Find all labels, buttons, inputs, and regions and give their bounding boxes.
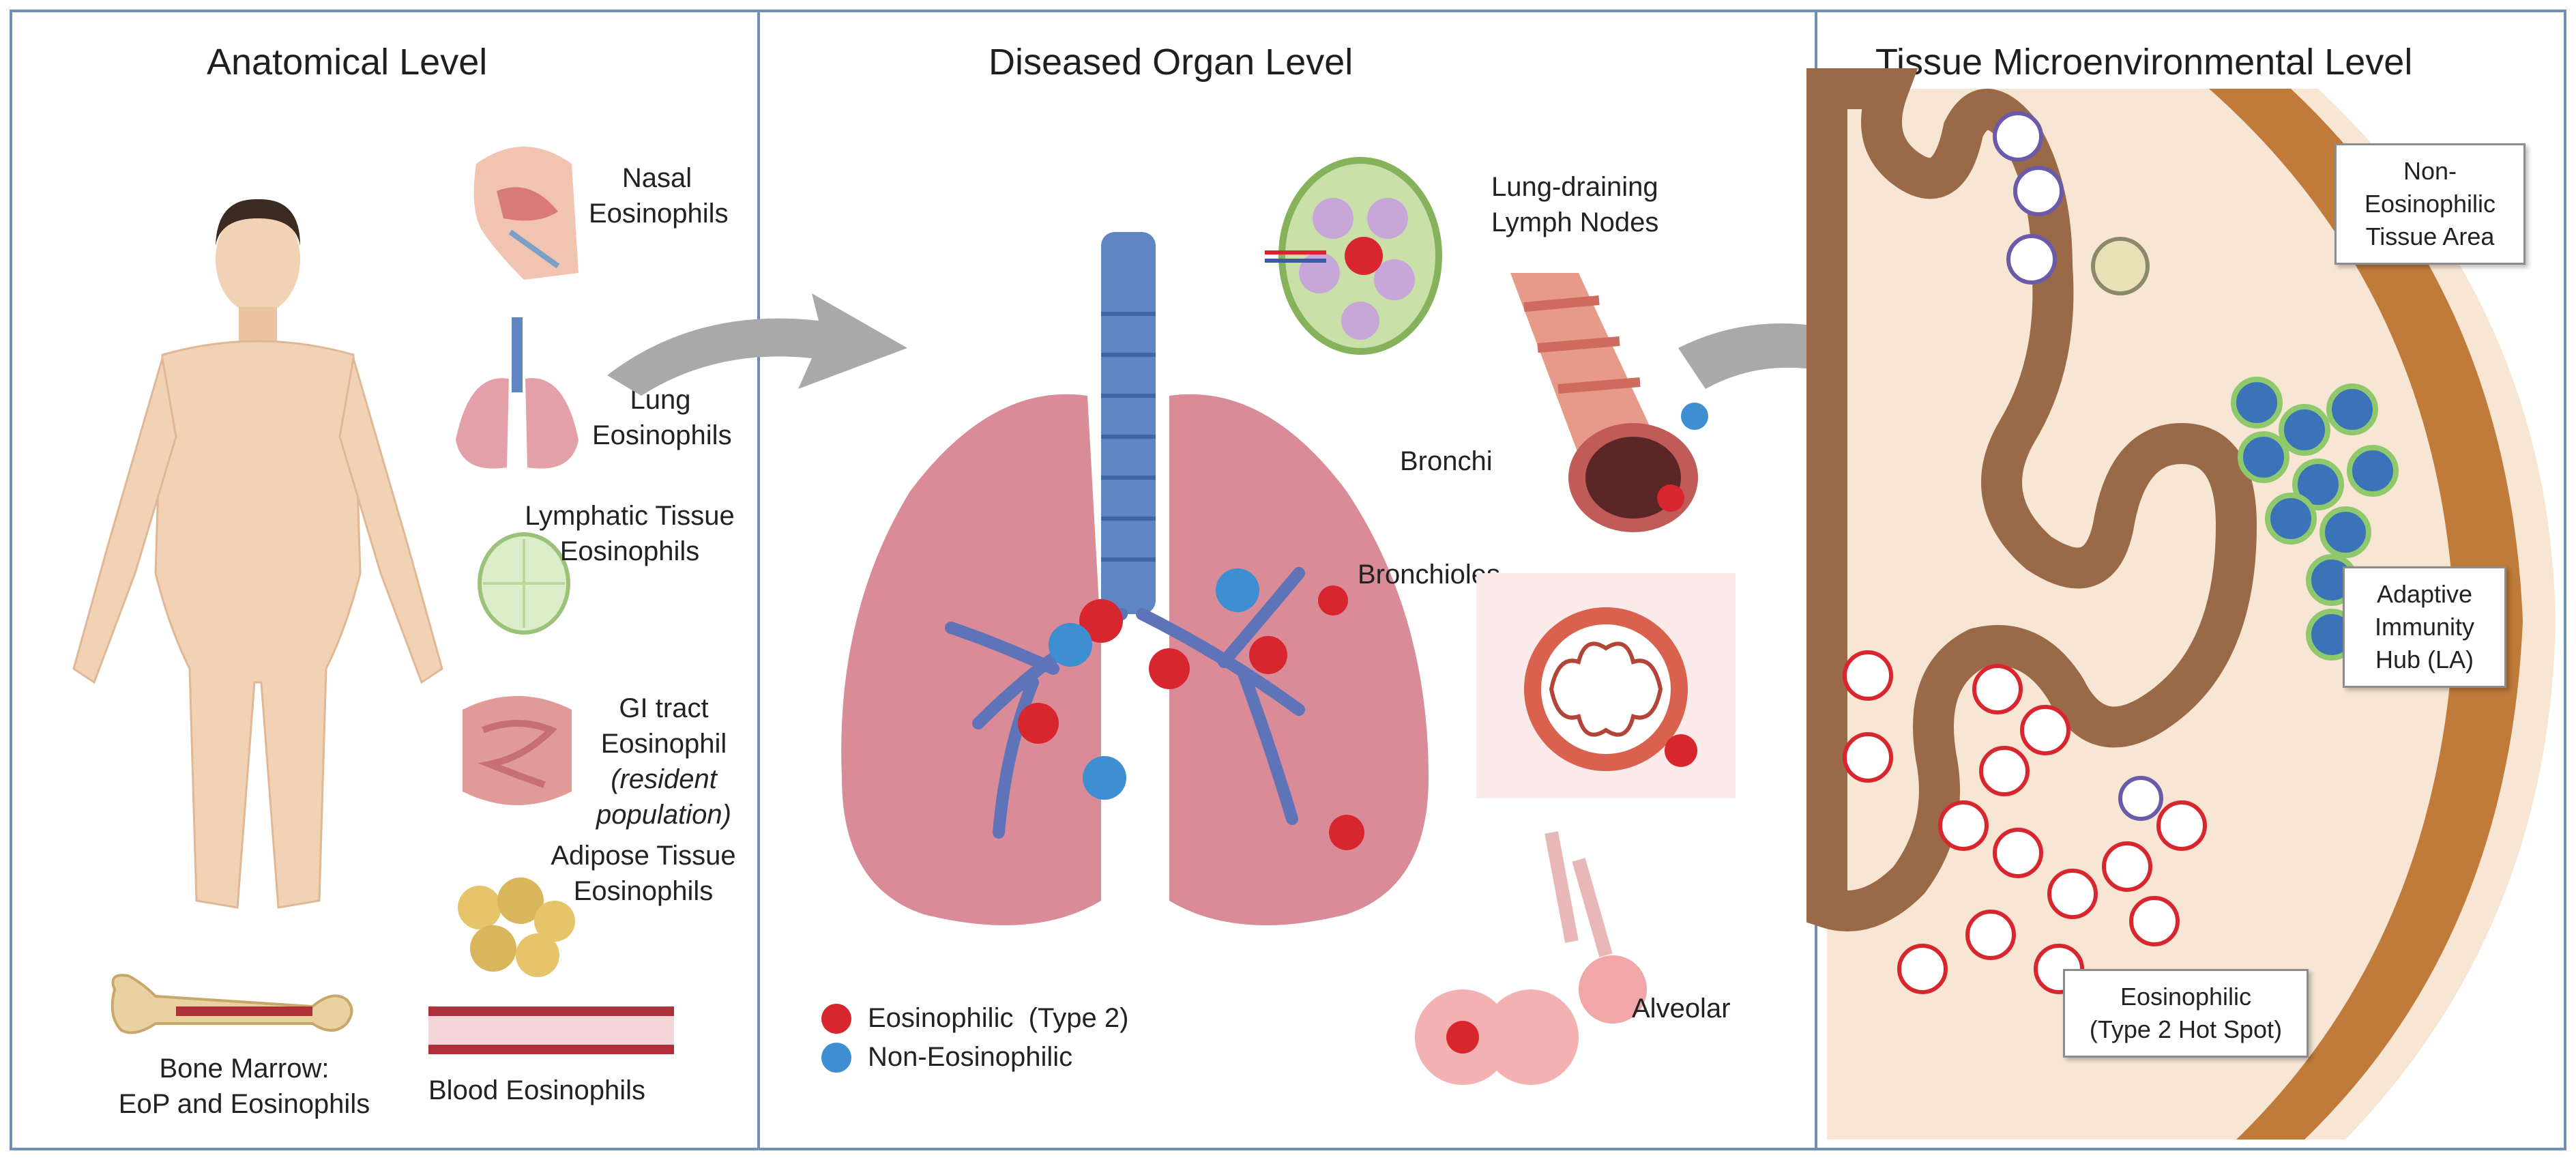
box-eosinophilic-hot-spot: Eosinophilic (Type 2 Hot Spot) — [2063, 969, 2309, 1058]
label-gi-tract: GI tract Eosinophil (resident population… — [596, 693, 731, 830]
nasal-icon — [473, 147, 579, 280]
divider-1 — [757, 10, 760, 1150]
bronchioles-icon — [1476, 573, 1736, 798]
legend: Eosinophilic (Type 2) Non-Eosinophilic — [821, 1003, 1128, 1073]
outer-border-bottom — [10, 1148, 2566, 1150]
lymph-node-large-icon — [1265, 157, 1442, 355]
outer-border-left — [10, 10, 12, 1150]
legend-label: Non-Eosinophilic — [868, 1042, 1073, 1072]
eos-marker — [1318, 585, 1348, 615]
label-bronchi: Bronchi — [1400, 446, 1493, 476]
label-lymphatic: Lymphatic Tissue Eosinophils — [525, 501, 735, 566]
gi-tract-icon — [463, 696, 572, 805]
non-eos-marker — [1083, 756, 1126, 800]
non-eos-marker — [1216, 568, 1259, 612]
legend-item-eosinophilic: Eosinophilic (Type 2) — [821, 1003, 1128, 1034]
blood-vessel-icon — [428, 1006, 674, 1054]
panel-organ: Diseased Organ Level — [760, 0, 1815, 1160]
outer-border-top — [10, 10, 2566, 12]
alveolar-icon — [1415, 831, 1647, 1085]
panel-tissue: Tissue Microenvironmental Level Non- Eos… — [1806, 0, 2564, 1160]
non-eos-star-icon — [821, 1042, 851, 1073]
panel-title-organ: Diseased Organ Level — [989, 42, 1353, 83]
label-bone-marrow: Bone Marrow: EoP and Eosinophils — [118, 1054, 370, 1119]
arrow-right-icon — [607, 293, 907, 396]
label-lung: Lung Eosinophils — [592, 385, 732, 450]
panel-title-anatomical: Anatomical Level — [207, 42, 488, 83]
panel-title-tissue: Tissue Microenvironmental Level — [1875, 42, 2413, 83]
label-nasal: Nasal Eosinophils — [589, 163, 729, 229]
lungs-icon — [841, 232, 1429, 925]
lymph-node-icon — [478, 532, 570, 635]
adipose-tissue-icon — [458, 878, 575, 977]
eos-star-icon — [821, 1003, 851, 1034]
eos-marker — [1018, 703, 1059, 744]
eos-marker — [1149, 648, 1190, 689]
human-figure-icon — [72, 199, 443, 909]
bone-marrow-icon — [111, 974, 353, 1034]
label-lymph-nodes: Lung-draining Lymph Nodes — [1491, 172, 1659, 237]
panel-anatomical: Anatomical Level Nasal Eosinophils Lung … — [12, 0, 757, 1160]
box-non-eosinophilic-area: Non- Eosinophilic Tissue Area — [2334, 143, 2526, 265]
box-adaptive-immunity-hub: Adaptive Immunity Hub (LA) — [2343, 566, 2506, 688]
legend-item-non-eosinophilic: Non-Eosinophilic — [821, 1042, 1128, 1073]
bronchi-icon — [1510, 273, 1708, 532]
disease-markers — [1018, 568, 1364, 850]
label-adipose: Adipose Tissue Eosinophils — [551, 841, 736, 906]
eos-marker — [1079, 599, 1123, 643]
eos-marker — [1329, 815, 1364, 850]
legend-label: Eosinophilic (Type 2) — [868, 1003, 1129, 1033]
non-eos-marker — [1049, 623, 1092, 667]
outer-border-right — [2564, 10, 2566, 1150]
label-alveolar: Alveolar — [1632, 994, 1731, 1024]
eos-marker — [1249, 636, 1287, 674]
lung-icon — [456, 317, 579, 469]
label-blood: Blood Eosinophils — [428, 1075, 645, 1105]
